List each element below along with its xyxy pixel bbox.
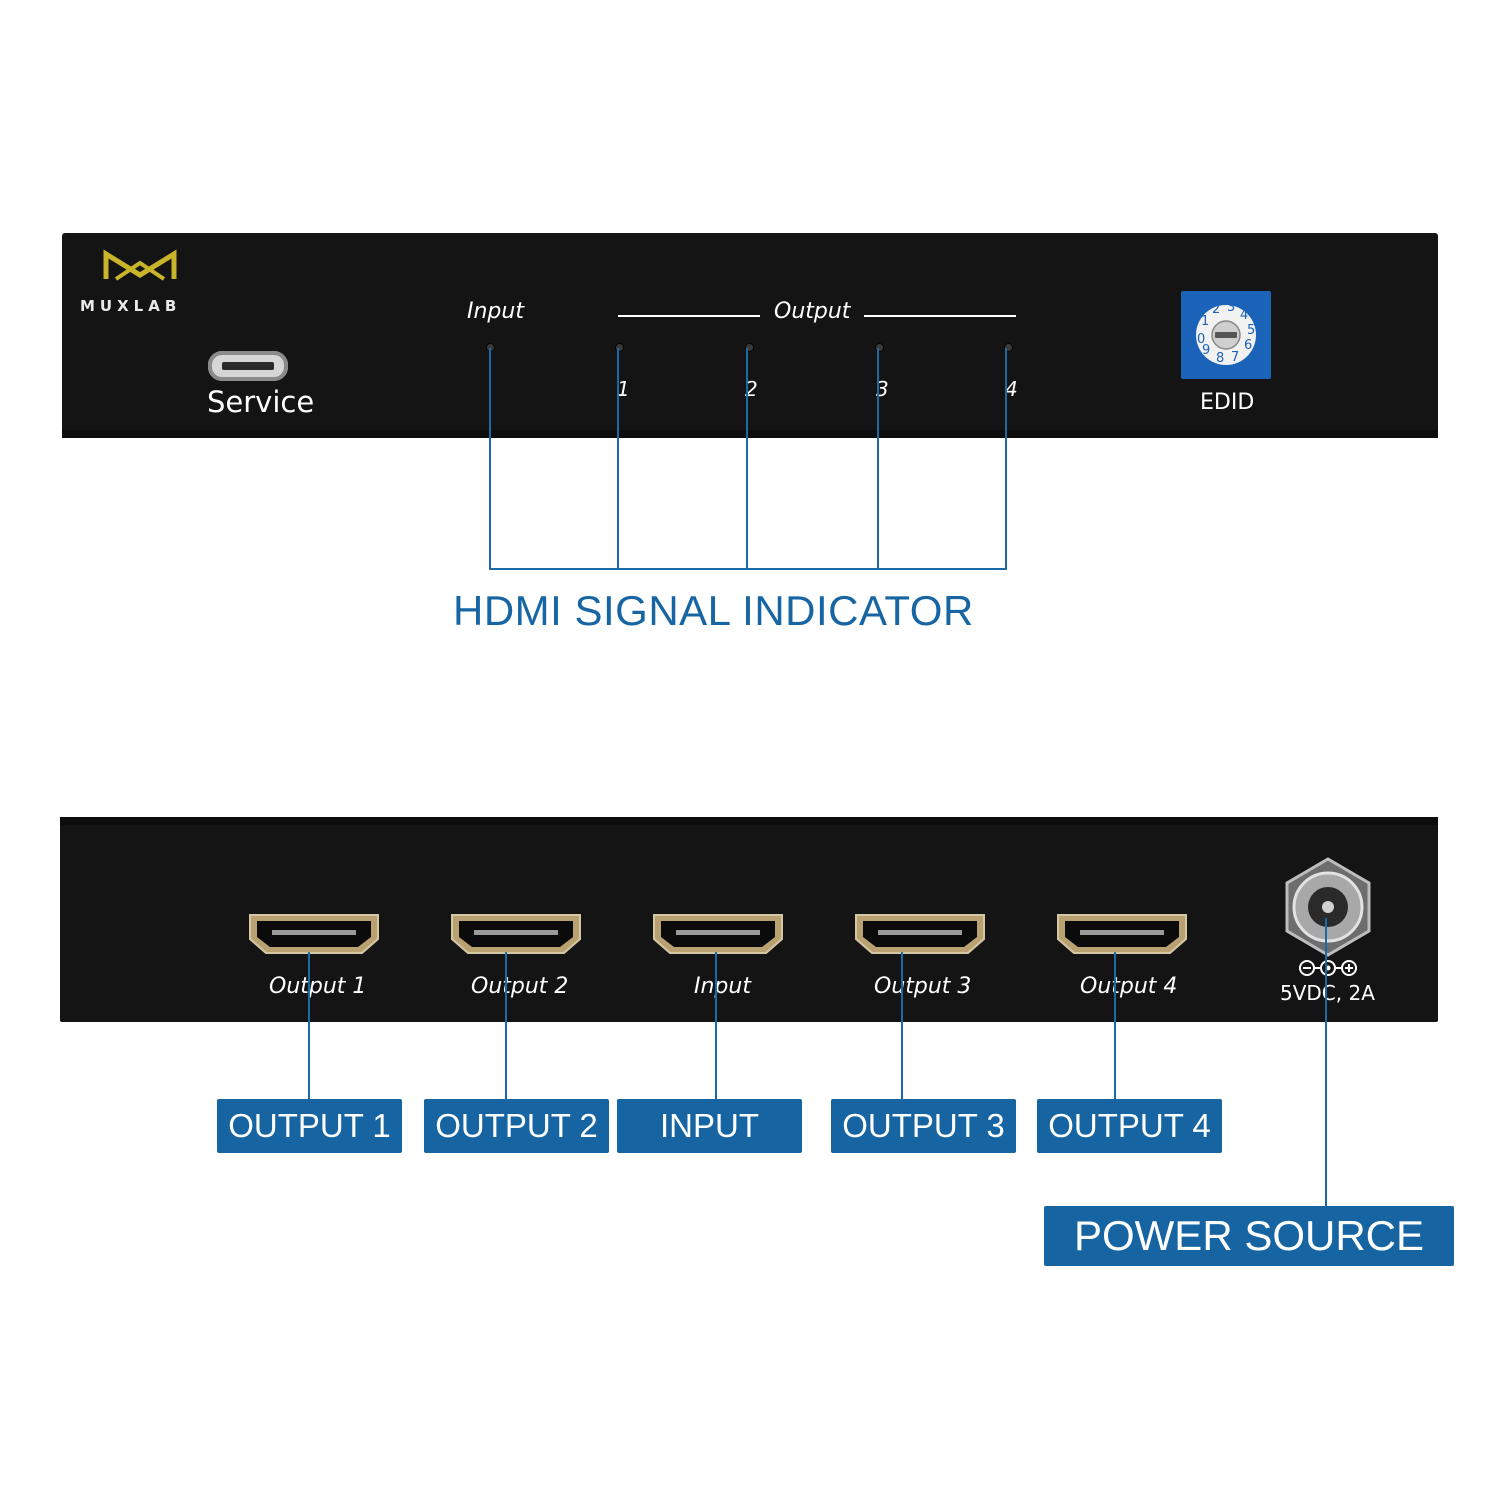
edid-digit-2: 2 <box>1212 302 1220 317</box>
rear-panel-top-edge <box>60 817 1438 825</box>
service-label: Service <box>207 385 315 419</box>
callout-line-output-2 <box>505 952 507 1100</box>
led-number-3: 3 <box>876 377 889 401</box>
callout-line-input-led <box>489 348 491 570</box>
hdmi-port-output-1[interactable] <box>246 911 382 957</box>
edid-digit-1: 1 <box>1201 314 1209 329</box>
output-led-2 <box>745 343 754 352</box>
input-indicator-label: Input <box>467 299 524 324</box>
tag-output-1: OUTPUT 1 <box>217 1099 402 1153</box>
edid-digit-5: 5 <box>1247 323 1255 338</box>
hdmi-port-output-4[interactable] <box>1054 911 1190 957</box>
tag-output-4: OUTPUT 4 <box>1037 1099 1222 1153</box>
callout-bracket-signal <box>489 568 1007 570</box>
port-label-input: Input <box>694 974 751 999</box>
edid-digit-0: 0 <box>1197 332 1205 347</box>
tag-input: INPUT <box>617 1099 802 1153</box>
hdmi-port-output-3[interactable] <box>852 911 988 957</box>
led-number-4: 4 <box>1005 377 1018 401</box>
edid-digit-6: 6 <box>1244 338 1252 353</box>
edid-label: EDID <box>1200 390 1255 415</box>
callout-line-input <box>715 952 717 1100</box>
hdmi-port-output-2[interactable] <box>448 911 584 957</box>
front-panel: MUXLAB Service Input Output 1 2 3 4 0 1 … <box>62 233 1438 438</box>
edid-rotary-switch[interactable]: 0 1 2 3 4 5 6 7 8 9 <box>1181 291 1271 379</box>
edid-digit-8: 8 <box>1216 351 1224 366</box>
callout-line-power <box>1325 918 1327 1208</box>
front-panel-bottom-edge <box>62 430 1438 438</box>
rotary-dial-icon: 0 1 2 3 4 5 6 7 8 9 <box>1196 300 1256 366</box>
led-number-2: 2 <box>745 377 758 401</box>
callout-line-output-1 <box>308 952 310 1100</box>
logo-text: MUXLAB <box>80 297 182 315</box>
edid-digit-4: 4 <box>1240 308 1248 323</box>
hdmi-signal-indicator-label: HDMI SIGNAL INDICATOR <box>453 587 974 634</box>
output-led-3 <box>875 343 884 352</box>
service-port[interactable] <box>208 351 288 381</box>
output-indicator-label: Output <box>774 299 851 324</box>
output-rule-left <box>618 315 760 317</box>
callout-line-led-3 <box>877 348 879 570</box>
tag-power-source: POWER SOURCE <box>1044 1206 1454 1266</box>
tag-output-3: OUTPUT 3 <box>831 1099 1016 1153</box>
callout-line-output-4 <box>1114 952 1116 1100</box>
port-label-output-1: Output 1 <box>269 974 367 999</box>
edid-digit-7: 7 <box>1231 350 1239 365</box>
hdmi-port-input[interactable] <box>650 911 786 957</box>
output-led-4 <box>1004 343 1013 352</box>
port-label-output-2: Output 2 <box>471 974 569 999</box>
callout-line-output-3 <box>901 952 903 1100</box>
edid-digit-3: 3 <box>1227 300 1235 315</box>
output-led-1 <box>615 343 624 352</box>
edid-digit-9: 9 <box>1202 343 1210 358</box>
rear-panel: Output 1 Output 2 Input Output 3 Output … <box>60 817 1438 1022</box>
power-rating-label: 5VDC, 2A <box>1280 981 1375 1005</box>
callout-line-led-2 <box>746 348 748 570</box>
tag-output-2: OUTPUT 2 <box>424 1099 609 1153</box>
dc-power-jack[interactable] <box>1276 855 1380 959</box>
muxlab-logo-icon <box>103 249 177 281</box>
led-number-1: 1 <box>617 377 630 401</box>
port-label-output-4: Output 4 <box>1080 974 1178 999</box>
output-rule-right <box>864 315 1016 317</box>
callout-line-led-4 <box>1005 348 1007 570</box>
callout-line-led-1 <box>617 348 619 570</box>
port-label-output-3: Output 3 <box>874 974 972 999</box>
dc-polarity-icon <box>1299 960 1357 976</box>
